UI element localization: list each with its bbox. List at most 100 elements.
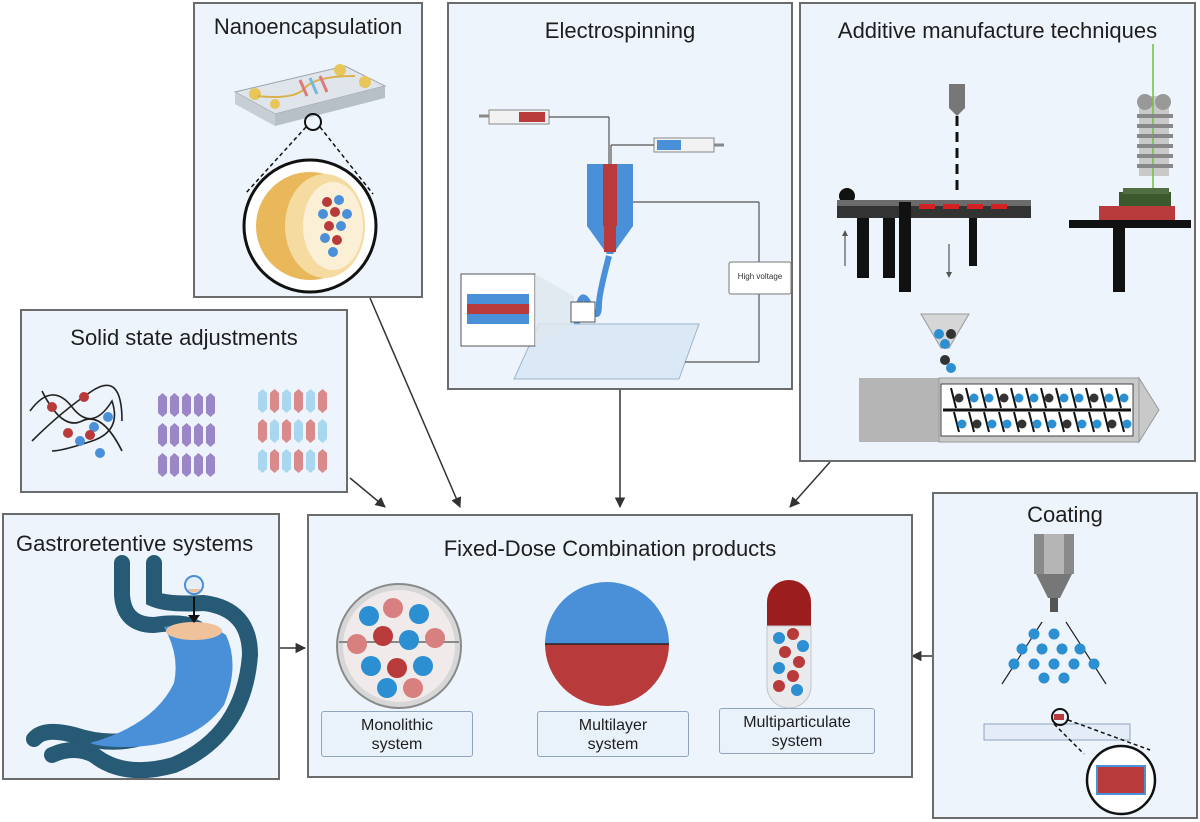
fdc-illustration [336,580,812,709]
panel-gastroretentive-systems: Gastroretentive systems [2,513,280,780]
particle [1122,419,1132,429]
crystal-unit [182,393,191,417]
crystal-lattice [158,389,327,477]
particle [1029,393,1039,403]
particle [1074,393,1084,403]
crystal-unit [270,389,279,413]
crystal-unit [158,453,167,477]
panel-title: Additive manufacture techniques [837,18,1158,43]
crystal-unit [258,449,267,473]
crystal-unit [258,419,267,443]
screw-flight [1073,411,1080,433]
particle [1107,419,1117,429]
screw-flight [1103,411,1110,433]
particle [984,393,994,403]
multiparticulate-line1: Multiparticulate [743,714,851,731]
particle [1044,393,1054,403]
panel-title: Electrospinning [544,18,696,43]
arrow-solid-state [349,477,386,508]
particle [1002,419,1012,429]
monolithic-system-label: Monolithic system [321,711,473,757]
crystal-unit [306,389,315,413]
screw-flight [995,387,1002,409]
particle [1017,419,1027,429]
screw-flight [968,411,975,433]
particle [957,419,967,429]
crystal-unit [158,393,167,417]
screw-flight [1058,411,1065,433]
multilayer-system-label: Multilayer system [537,711,689,757]
particle [1059,393,1069,403]
crystal-unit [194,393,203,417]
screw-flight [1100,387,1107,409]
particle [1077,419,1087,429]
screw-flight [1013,411,1020,433]
crystal-unit [258,389,267,413]
crystal-unit [182,453,191,477]
screw-flight [983,411,990,433]
screw-flight [1118,411,1125,433]
crystal-unit [306,449,315,473]
screw-flight [1043,411,1050,433]
particle [1104,393,1114,403]
crystal-unit [318,419,327,443]
particle [1092,419,1102,429]
electrospinning-illustration [460,109,792,380]
multiparticulate-line2: system [771,733,823,750]
particle [954,393,964,403]
screw-flight [1028,411,1035,433]
stomach-illustration [26,555,259,779]
particle [1089,393,1099,403]
crystal-unit [194,423,203,447]
crystal-unit [170,393,179,417]
crystal-unit [206,453,215,477]
particle [1032,419,1042,429]
particle [1119,393,1129,403]
crystal-unit [282,389,291,413]
screw-flight [953,411,960,433]
crystal-unit [306,419,315,443]
screw-flight [1040,387,1047,409]
panel-nanoencapsulation: Nanoencapsulation [193,2,423,298]
microfluidic-chip-illustration [233,64,387,294]
particle [972,419,982,429]
screw-flight [1025,387,1032,409]
panel-title: Nanoencapsulation [213,14,403,39]
crystal-unit [270,419,279,443]
panel-title: Fixed-Dose Combination products [443,536,777,561]
crystal-unit [206,393,215,417]
crystal-unit [158,423,167,447]
crystal-unit [294,449,303,473]
particle [1047,419,1057,429]
panel-title: Gastroretentive systems [16,531,254,556]
multiparticulate-system-label: Multiparticulate system [719,708,875,754]
panel-title: Solid state adjustments [70,325,298,350]
crystal-unit [318,449,327,473]
crystal-unit [194,453,203,477]
panel-additive-manufacture: Additive manufacture techniques [799,2,1196,462]
crystal-unit [270,449,279,473]
crystal-unit [294,419,303,443]
screw-flight [1115,387,1122,409]
screw-flight [1085,387,1092,409]
screw-flight [998,411,1005,433]
crystal-unit [294,389,303,413]
particle [999,393,1009,403]
screw-flight [1010,387,1017,409]
crystal-unit [206,423,215,447]
particle [969,393,979,403]
crystal-unit [170,453,179,477]
panel-solid-state-adjustments: Solid state adjustments [20,309,348,493]
monolithic-line1: Monolithic [360,717,434,734]
multilayer-line2: system [587,736,639,753]
panel-coating: Coating [932,492,1198,819]
monolithic-line2: system [371,736,423,753]
solid-state-illustration [29,384,123,458]
panel-title: Coating [1027,502,1103,527]
multilayer-line1: Multilayer [578,717,648,734]
panel-electrospinning: Electrospinning High voltag [447,2,793,390]
particle [1062,419,1072,429]
high-voltage-label: High voltage [737,272,783,281]
crystal-unit [282,449,291,473]
screw-flight [1088,411,1095,433]
